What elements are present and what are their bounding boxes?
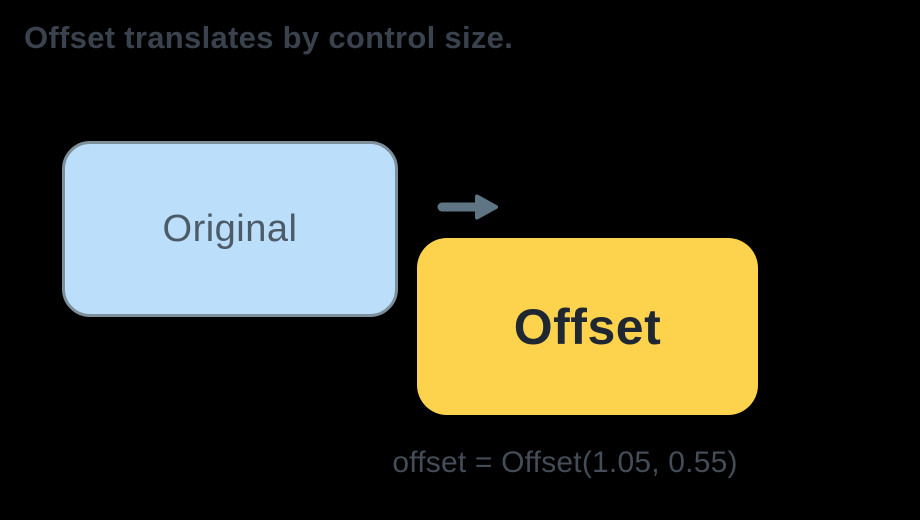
right-arrow-icon xyxy=(436,193,500,221)
page-title: Offset translates by control size. xyxy=(24,20,514,55)
original-box: Original xyxy=(62,141,398,317)
original-box-label: Original xyxy=(162,207,298,250)
offset-box: Offset xyxy=(417,238,758,415)
offset-caption: offset = Offset(1.05, 0.55) xyxy=(392,446,738,479)
offset-box-label: Offset xyxy=(513,298,662,355)
